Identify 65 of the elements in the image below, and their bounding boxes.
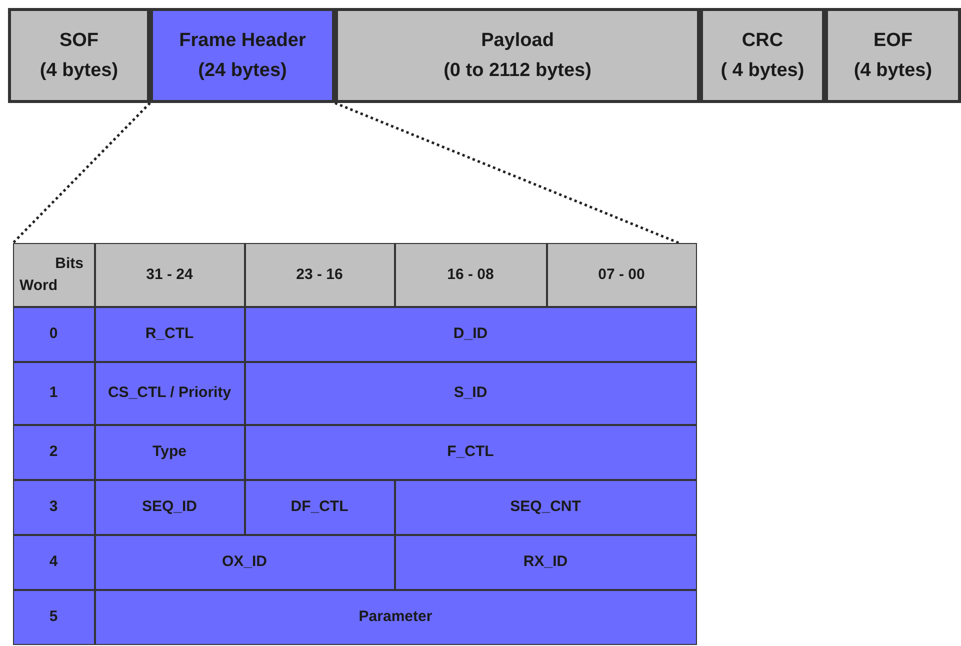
field-label: S_ID xyxy=(454,383,488,403)
segment-name: CRC xyxy=(742,28,784,52)
field-label: DF_CTL xyxy=(290,497,348,517)
dotted-leader-line xyxy=(334,102,680,244)
field-cell xyxy=(12,590,94,644)
field-label: Word xyxy=(18,276,59,296)
field-label: 1 xyxy=(49,383,58,403)
column-header-cell xyxy=(94,242,244,306)
segment-size: ( 4 bytes) xyxy=(720,58,804,82)
field-label: 3 xyxy=(49,497,58,517)
field-cell xyxy=(244,362,696,424)
field-label: 4 xyxy=(49,552,58,572)
column-header-cell xyxy=(394,242,546,306)
field-label: Parameter xyxy=(358,607,432,627)
field-cell xyxy=(244,306,696,362)
field-cell xyxy=(12,306,94,362)
field-label: Type xyxy=(152,442,186,462)
field-label: 07 - 00 xyxy=(598,264,645,284)
field-cell xyxy=(244,480,394,534)
field-label: SEQ_ID xyxy=(142,497,198,517)
field-label: 5 xyxy=(49,607,58,627)
segment-size: (0 to 2112 bytes) xyxy=(444,58,592,82)
field-cell xyxy=(94,480,244,534)
segment-size: (4 bytes) xyxy=(40,58,118,82)
segment-name: Payload xyxy=(481,28,554,52)
frame-segment xyxy=(150,8,335,103)
field-label: 16 - 08 xyxy=(447,264,494,284)
segment-size: (4 bytes) xyxy=(854,58,932,82)
dotted-leader-line xyxy=(12,102,151,244)
segment-name: SOF xyxy=(59,28,99,52)
field-cell xyxy=(94,534,394,590)
field-cell xyxy=(394,480,696,534)
field-cell xyxy=(12,362,94,424)
field-label: R_CTL xyxy=(145,324,194,344)
segment-size: (24 bytes) xyxy=(198,58,287,82)
field-label: 0 xyxy=(49,324,58,344)
frame-segment xyxy=(8,8,150,103)
field-cell xyxy=(94,590,696,644)
field-cell xyxy=(394,534,696,590)
frame-segment xyxy=(825,8,961,103)
field-label: RX_ID xyxy=(523,552,568,572)
field-label: CS_CTL / Priority xyxy=(108,383,232,403)
column-header-cell xyxy=(12,242,94,306)
field-label: SEQ_CNT xyxy=(510,497,581,517)
field-label: D_ID xyxy=(453,324,488,344)
column-header-cell xyxy=(244,242,394,306)
field-cell xyxy=(94,306,244,362)
field-cell xyxy=(12,480,94,534)
field-label: Bits xyxy=(54,254,84,274)
field-cell xyxy=(244,424,696,480)
field-label: 23 - 16 xyxy=(296,264,343,284)
field-label: OX_ID xyxy=(222,552,267,572)
frame-segment xyxy=(335,8,700,103)
field-cell xyxy=(94,424,244,480)
segment-name: Frame Header xyxy=(179,28,306,52)
field-cell xyxy=(12,424,94,480)
field-cell xyxy=(94,362,244,424)
field-label: 2 xyxy=(49,442,58,462)
segment-name: EOF xyxy=(873,28,913,52)
field-cell xyxy=(12,534,94,590)
header-table xyxy=(13,243,697,645)
frame-segment xyxy=(700,8,825,103)
field-label: F_CTL xyxy=(447,442,494,462)
column-header-cell xyxy=(546,242,696,306)
field-label: 31 - 24 xyxy=(146,264,193,284)
